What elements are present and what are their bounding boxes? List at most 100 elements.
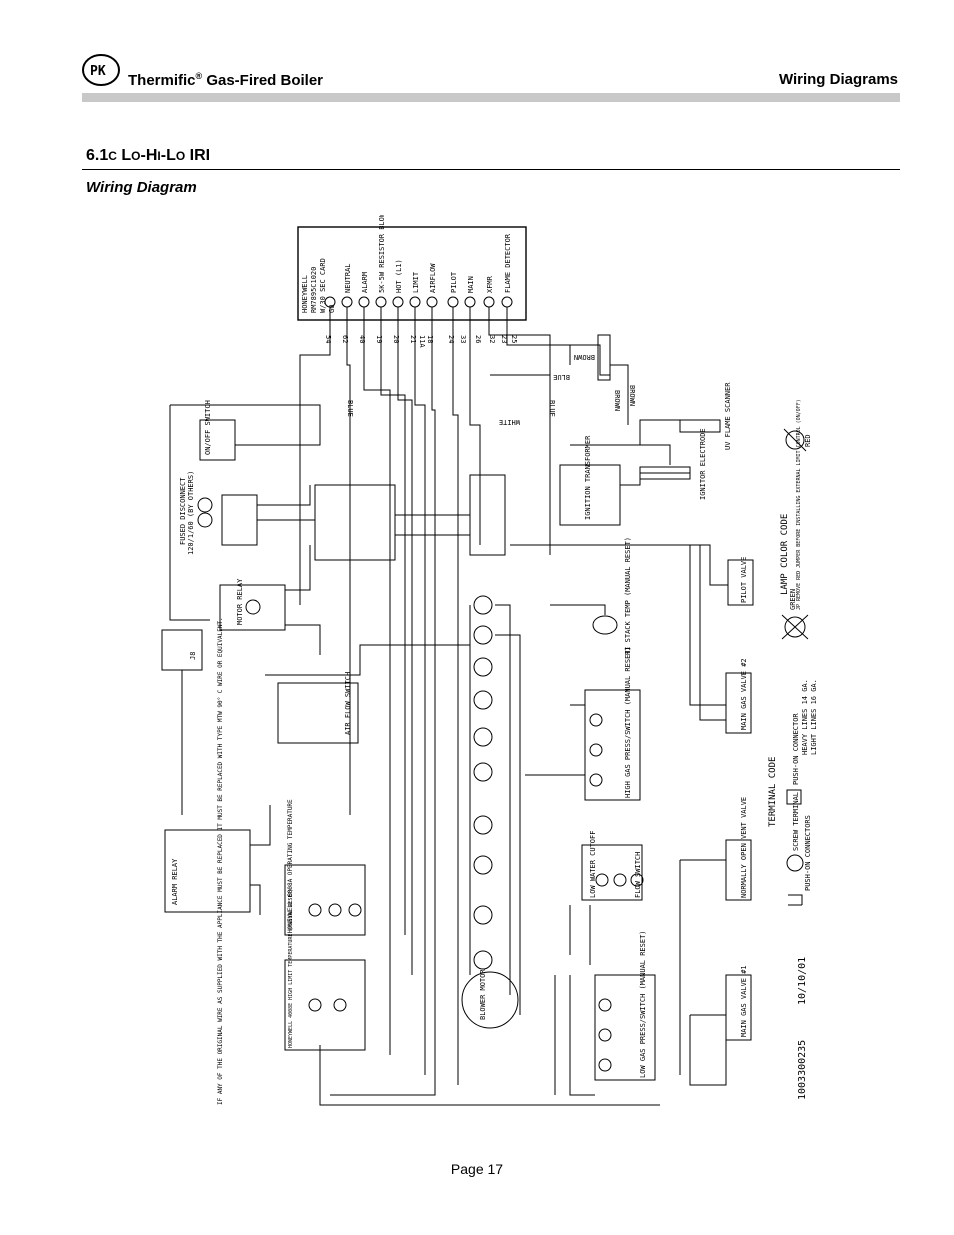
label-main-gas-1: MAIN GAS VALVE #1 xyxy=(740,965,748,1037)
control-terminal-label: MAIN xyxy=(467,276,475,293)
wire-number: 11A xyxy=(418,335,426,348)
wire-number: 40 xyxy=(358,335,366,343)
label-fused-disconnect: FUSED DISCONNECT xyxy=(179,477,187,545)
control-label-3: W/30 SEC CARD xyxy=(319,258,327,313)
wire-color-label: BROWN xyxy=(574,353,595,361)
label-ignitor: IGNITOR ELECTRODE xyxy=(699,428,707,500)
label-vent-valve: NORMALLY OPEN VENT VALVE xyxy=(740,797,748,898)
control-terminal-label: NEUTRAL xyxy=(344,263,352,293)
wire-number: 62 xyxy=(341,335,349,343)
low-gas-switch-box xyxy=(594,974,656,1081)
lamp-column xyxy=(473,595,493,970)
blower-motor-circle xyxy=(461,971,519,1029)
section-rule xyxy=(82,169,900,170)
header-product-title: Thermific® Gas-Fired Boiler xyxy=(128,71,324,89)
high-gas-switch-box xyxy=(584,689,641,801)
drawing-number: 1003300235 xyxy=(797,1040,808,1100)
ignitor-body xyxy=(639,466,691,480)
control-terminals xyxy=(324,296,513,308)
center-relay-block xyxy=(314,484,396,561)
terminal-screw-label: SCREW TERMINAL xyxy=(792,792,800,851)
label-operating: HONEYWELL 6008A OPERATING TEMPERATURE xyxy=(287,799,294,933)
main-gas-valve-2-box xyxy=(725,672,752,734)
control-terminal-label: AIRFLOW xyxy=(429,263,437,293)
vent-valve-box xyxy=(725,839,752,901)
control-label-4: G0 xyxy=(328,305,336,313)
alarm-relay-box xyxy=(164,829,251,913)
label-jumper: J8 xyxy=(189,652,197,660)
control-terminal-label: XFMR xyxy=(486,275,494,293)
high-limit-box xyxy=(284,959,366,1051)
uv-scanner-body xyxy=(679,419,721,433)
control-terminal-label: ALARM xyxy=(361,272,369,293)
label-air-flow: AIR FLOW SWITCH xyxy=(344,672,352,735)
wire-number: 32 xyxy=(488,335,496,343)
section-heading: 6.1C LO-HI-LO IRI xyxy=(86,147,211,164)
control-label-1: HONEYWELL xyxy=(301,275,309,313)
wire-color-label: BROWN xyxy=(613,390,621,411)
wire-color-label: BLUE xyxy=(548,400,556,417)
terminal-push-on-plural-label: PUSH-ON CONNECTORS xyxy=(804,815,812,891)
low-water-cutoff-box xyxy=(581,844,643,901)
label-pilot-valve: PILOT VALVE xyxy=(740,557,748,603)
subtitle: Wiring Diagram xyxy=(86,179,197,196)
label-uv-scanner: UV FLAME SCANNER xyxy=(724,382,732,450)
control-terminal-label: PILOT xyxy=(450,271,458,293)
control-terminal-label: HOT (L1) xyxy=(395,259,403,293)
wire-number: 26 xyxy=(474,335,482,343)
wire-number: 20 xyxy=(392,335,400,343)
label-low-water: LOW WATER CUTOFF xyxy=(589,831,597,898)
control-terminal-label: 5K-5W RESISTOR BLOWER xyxy=(378,215,386,293)
control-terminal-label: FLAME DETECTOR xyxy=(504,233,512,293)
label-fused-disconnect-2: 120/1/60 (BY OTHERS) xyxy=(187,471,195,555)
wiring-diagram: HONEYWELL RM7895C1020 W/30 SEC CARD G0 N… xyxy=(161,215,818,1106)
label-high-limit: HONEYWELL 4008E HIGH LIMIT TEMPERATURE (… xyxy=(288,888,294,1048)
label-ignition-transformer: IGNITION TRANSFORMER xyxy=(584,435,592,520)
lamp-code-title: LAMP COLOR CODE xyxy=(780,514,790,595)
wire-number: 19 xyxy=(375,335,383,343)
label-flow-switch: FLOW SWITCH xyxy=(634,852,642,898)
wire-number: 54 xyxy=(324,335,332,343)
wire-number: 25 xyxy=(510,335,518,343)
control-terminal-label: LIMIT xyxy=(412,271,420,293)
heavy-lines-label: HEAVY LINES 14 GA. xyxy=(801,679,809,755)
wire-color-label: BLUE xyxy=(553,373,570,381)
company-logo: PK xyxy=(82,54,120,86)
terminal-push-on-label: PUSH-ON CONNECTOR xyxy=(792,713,800,785)
jumper-j8-box xyxy=(161,629,203,671)
header-bar xyxy=(82,93,900,102)
operating-temp-box xyxy=(284,864,366,936)
replacement-note: IF ANY OF THE ORIGINAL WIRE AS SUPPLIED … xyxy=(217,617,224,1105)
label-main-gas-2: MAIN GAS VALVE #2 xyxy=(740,658,748,730)
drawing-date: 10/10/01 xyxy=(797,957,808,1005)
air-flow-switch-box xyxy=(277,682,359,744)
on-off-switch-box xyxy=(199,419,236,461)
terminal-code-title: TERMINAL CODE xyxy=(768,757,778,827)
pilot-valve-box xyxy=(727,559,754,606)
wire-color-label: BROWN xyxy=(628,385,636,406)
lamp-code-note: JP REMOVE RED JUMPER BEFORE INSTALLING E… xyxy=(796,399,802,610)
label-low-gas-switch: LOW GAS PRESS/SWITCH (MANUAL RESET) xyxy=(639,930,647,1078)
main-gas-valve-1-box xyxy=(725,974,752,1041)
control-module xyxy=(297,226,527,321)
svg-text:PK: PK xyxy=(90,64,106,79)
label-motor-relay: MOTOR RELAY xyxy=(236,578,244,625)
lamp-green-label: GREEN xyxy=(789,589,797,610)
lamp-red-label: RED xyxy=(804,434,812,447)
wire-color-label: WHITE xyxy=(499,418,520,426)
wire-number: 18 xyxy=(426,335,434,343)
motor-relay-box xyxy=(219,584,286,631)
lamp-code-symbols xyxy=(781,428,809,640)
wire-number: 24 xyxy=(447,335,455,343)
light-lines-label: LIGHT LINES 16 GA. xyxy=(810,679,818,755)
wire-color-label: BLUE xyxy=(346,400,354,417)
label-on-off-switch: ON/OFF SWITCH xyxy=(204,400,212,455)
right-terminal-block xyxy=(469,474,506,556)
label-stack-temp: HI STACK TEMP (MANUAL RESET) xyxy=(624,537,632,655)
label-high-gas-switch: HIGH GAS PRESS/SWITCH (MANUAL RESET) xyxy=(624,646,632,798)
header-section-name: Wiring Diagrams xyxy=(778,71,898,88)
control-label-2: RM7895C1020 xyxy=(310,267,318,313)
page-number: Page 17 xyxy=(450,1161,504,1177)
label-alarm-relay: ALARM RELAY xyxy=(171,858,179,905)
wire-number: 21 xyxy=(409,335,417,343)
